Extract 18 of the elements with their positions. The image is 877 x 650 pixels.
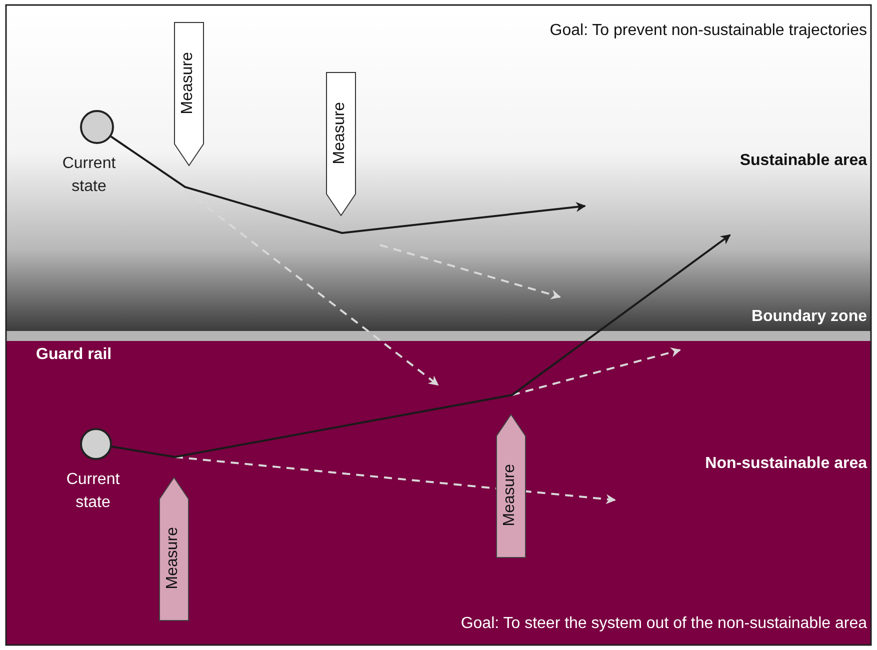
measure-arrow [159, 477, 189, 621]
goal-note: Goal: To steer the system out of the non-sustainable area [460, 615, 867, 633]
area-label: Non-sustainable area [705, 455, 867, 473]
measure-label: Measure [501, 464, 519, 526]
measure-label: Measure [179, 52, 197, 114]
measure-arrow [496, 414, 526, 558]
state-caption: Current state [61, 154, 117, 197]
state-caption: Current state [65, 470, 121, 513]
area-label: Sustainable area [740, 152, 867, 170]
measure-arrow [326, 72, 356, 216]
trajectory-arrow [110, 136, 586, 234]
guard-rail-label: Guard rail [36, 346, 112, 364]
measure-arrow [174, 22, 204, 166]
measure-label: Measure [331, 102, 349, 164]
zone-label: Boundary zone [751, 308, 867, 326]
goal-note: Goal: To prevent non-sustainable trajectories [550, 22, 867, 40]
trajectory-arrow [112, 234, 731, 458]
measure-label: Measure [164, 527, 182, 590]
